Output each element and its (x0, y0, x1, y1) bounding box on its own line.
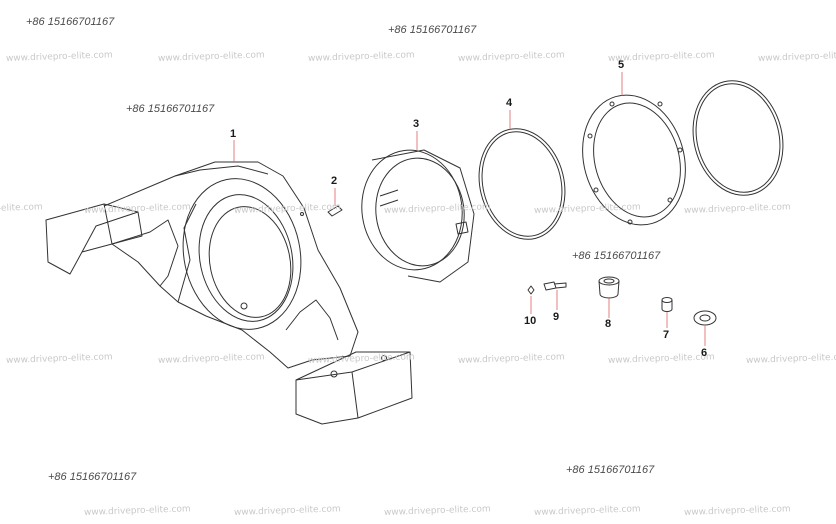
housing-bore-depth (208, 206, 292, 318)
part-10-nipple (527, 285, 535, 295)
callout-part-8: 8 (605, 318, 612, 330)
callout-part-1: 1 (230, 128, 237, 140)
housing-right-foot-edge (295, 351, 411, 419)
housing-body (103, 161, 359, 369)
housing-bore-hole (240, 302, 248, 310)
callout-part-7: 7 (663, 329, 670, 341)
callout-part-4: 4 (506, 97, 513, 109)
housing-body-edges (111, 165, 339, 341)
housing-left-foot-edge (81, 203, 139, 253)
housing-right-foot (295, 351, 413, 425)
callout-part-3: 3 (413, 118, 420, 130)
part-ring-right (692, 80, 784, 196)
callout-part-9: 9 (553, 311, 560, 323)
housing-foot-bolt-hole (330, 370, 338, 378)
callout-part-10: 10 (524, 315, 537, 327)
part-2-pin (327, 205, 343, 217)
phone-number: +86 15166701167 (388, 24, 477, 36)
phone-number: +86 15166701167 (572, 250, 661, 262)
phone-number: +86 15166701167 (26, 16, 115, 28)
housing-oil-hole (300, 212, 304, 216)
part-1-housing (45, 161, 413, 425)
housing-bore-inner (198, 194, 294, 322)
leader-lines (233, 72, 706, 346)
part-3-sleeve (361, 149, 475, 283)
housing-bore-outer (182, 178, 302, 330)
callout-part-2: 2 (331, 175, 338, 187)
part-9-bolt (543, 281, 567, 291)
phone-number: +86 15166701167 (566, 464, 655, 476)
part-5-gasket (582, 94, 686, 226)
callout-part-5: 5 (618, 59, 625, 71)
callout-part-6: 6 (701, 347, 708, 359)
housing-foot-bolt-hole-2 (381, 355, 387, 361)
part-4-ring (478, 128, 566, 240)
part-7-nut (661, 297, 673, 312)
phone-number: +86 15166701167 (126, 103, 215, 115)
phone-number: +86 15166701167 (48, 471, 137, 483)
part-8-bush (598, 276, 620, 299)
part-6-washer (693, 310, 717, 326)
